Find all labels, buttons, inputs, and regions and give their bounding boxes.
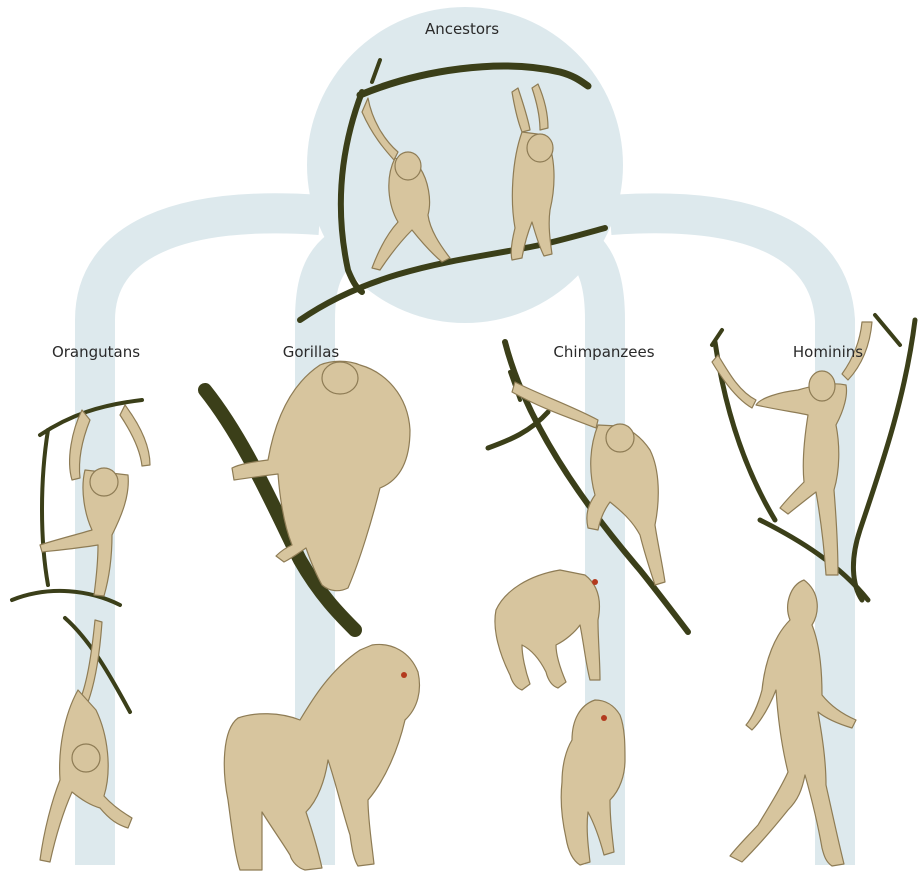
chimpanzee-knuckle-walking-figure — [495, 570, 600, 690]
ancestors-circle — [307, 7, 623, 323]
orangutans-label: Orangutans — [52, 343, 140, 361]
ancestors-label: Ancestors — [425, 20, 499, 38]
hominins-label: Hominins — [793, 343, 863, 361]
vine-orangutan-left — [42, 430, 48, 585]
vine-hominin-right — [853, 320, 915, 600]
gorillas-label: Gorillas — [283, 343, 340, 361]
chimpanzees-label: Chimpanzees — [553, 343, 654, 361]
phylogeny-tree — [95, 7, 835, 865]
gorilla-climbing-figure — [232, 361, 410, 590]
vine-hominin-twig-a — [875, 315, 900, 345]
